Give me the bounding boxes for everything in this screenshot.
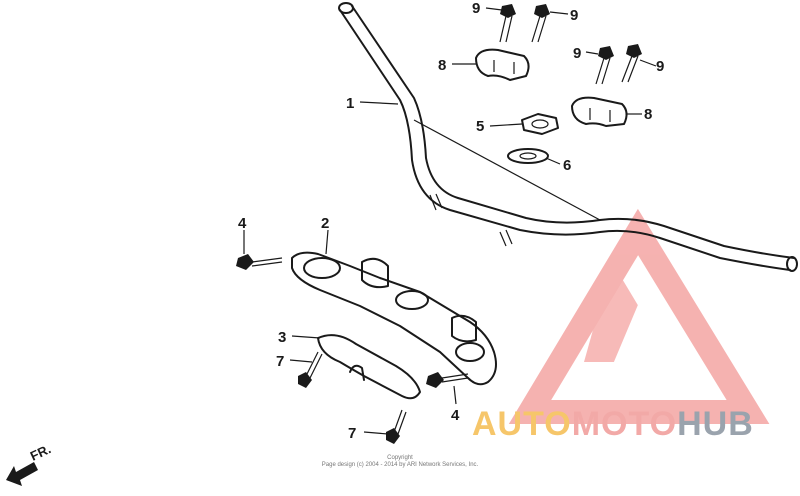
handlebar — [338, 2, 798, 272]
callout-7-left: 7 — [276, 353, 284, 370]
handlebar-lower-holder — [291, 251, 497, 386]
callout-4-bottom: 4 — [451, 407, 460, 424]
bolt-4-bottom — [426, 372, 469, 388]
watermark-brand: AUTOMOTOHUB — [472, 405, 754, 444]
upper-holder-8-right — [571, 96, 628, 127]
copyright-line-2: Page design (c) 2004 - 2014 by ARI Netwo… — [321, 462, 479, 468]
nut-5 — [521, 113, 559, 135]
watermark-auto: AUTO — [472, 405, 572, 443]
bolt-7-bottom — [386, 409, 407, 444]
callout-6: 6 — [563, 157, 571, 174]
callout-8-right: 8 — [644, 106, 652, 123]
bracket — [317, 334, 421, 400]
callout-9-b: 9 — [570, 7, 578, 24]
callout-9-d: 9 — [656, 58, 664, 75]
callout-9-a: 9 — [472, 0, 480, 17]
callout-4-top: 4 — [238, 215, 247, 232]
callout-7-bottom: 7 — [348, 425, 356, 442]
callout-1: 1 — [346, 95, 354, 112]
bolt-4-top — [236, 254, 283, 270]
upper-holder-8-top — [475, 48, 530, 81]
bolt-9-a — [499, 4, 516, 43]
bolt-9-d — [621, 44, 642, 83]
copyright-notice: Copyright Page design (c) 2004 - 2014 by… — [300, 455, 500, 469]
copyright-line-1: Copyright — [387, 455, 413, 461]
bolt-9-c — [595, 46, 614, 85]
callout-5: 5 — [476, 118, 484, 135]
front-direction-arrow-icon — [6, 462, 38, 486]
washer-6 — [507, 148, 549, 164]
watermark-hub: HUB — [677, 405, 754, 443]
bolt-9-b — [531, 4, 550, 43]
bolt-7-left — [298, 351, 323, 388]
callout-3: 3 — [278, 329, 286, 346]
leader-lines — [243, 7, 657, 435]
watermark-logo — [508, 208, 770, 424]
callout-2: 2 — [321, 215, 329, 232]
callout-9-c: 9 — [573, 45, 581, 62]
watermark-moto: MOTO — [571, 405, 678, 443]
callout-8-top: 8 — [438, 57, 446, 74]
